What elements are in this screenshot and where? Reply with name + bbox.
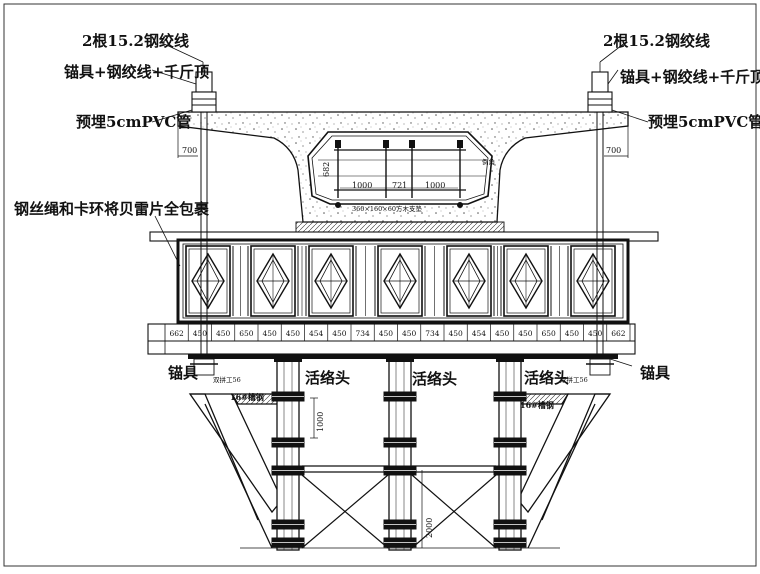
dim-700-right: 700 — [606, 146, 621, 155]
label-anchor-left: 锚具 — [168, 364, 198, 382]
beam-spacing-value: 450 — [588, 329, 603, 338]
beam-spacing-value: 450 — [332, 329, 347, 338]
label-ibeam-right: 双拼工56 — [560, 375, 588, 384]
suspension-rods — [200, 76, 604, 360]
beam-spacing-value: 450 — [216, 329, 231, 338]
outer-border — [3, 3, 757, 567]
bailey-post — [424, 246, 445, 316]
beam-spacing-value: 450 — [565, 329, 580, 338]
label-joint-1: 活络头 — [305, 369, 350, 387]
label-joint-3: 活络头 — [524, 369, 569, 387]
bailey-panel — [446, 245, 492, 317]
beam-spacing-value: 454 — [309, 329, 324, 338]
beam-spacing-value: 650 — [239, 329, 254, 338]
bailey-post — [355, 246, 376, 316]
dim-2000: 2000 — [425, 518, 434, 538]
beam-spacing-value: 450 — [402, 329, 417, 338]
leader-lines — [151, 41, 649, 367]
beam-spacing-value: 450 — [448, 329, 463, 338]
label-pvc-left: 预埋5cmPVC管 — [76, 113, 191, 131]
dim-box-w2: 721 — [392, 181, 407, 190]
vertical-dimensions — [310, 397, 423, 548]
bailey-panel — [185, 245, 231, 317]
beam-spacing-value: 450 — [379, 329, 394, 338]
dim-box-height: 682 — [322, 162, 331, 177]
beam-spacing-value: 662 — [611, 329, 626, 338]
label-anchor-jack-left: 锚具+钢绞线+千斤顶 — [64, 63, 209, 81]
label-strand-right: 2根15.2钢绞线 — [603, 32, 710, 50]
bailey-panel — [250, 245, 296, 317]
dim-box-w3: 1000 — [425, 181, 445, 190]
chamfer-note: 倒角 — [482, 157, 495, 166]
label-anchor-right: 锚具 — [640, 364, 670, 382]
bailey-post — [232, 246, 249, 316]
steel-pipe-column — [383, 356, 417, 551]
beam-spacing-value: 734 — [425, 329, 440, 338]
anchor-jack-left — [191, 71, 217, 113]
distribution-beam: 662 450 450 650 450 450 454 450 734 450 450 734 450 4… — [147, 323, 636, 355]
beam-spacing-value: 454 — [472, 329, 487, 338]
bailey-post — [550, 246, 569, 316]
timber-pad-note: 360×160×60方木支垫 — [352, 204, 422, 213]
dim-700-left: 700 — [182, 146, 197, 155]
beam-spacing-value: 662 — [169, 329, 184, 338]
bailey-panel — [503, 245, 549, 317]
column-bracing — [240, 465, 560, 549]
dim-1000: 1000 — [316, 412, 325, 432]
beam-spacing-value: 450 — [518, 329, 533, 338]
bailey-panel — [377, 245, 423, 317]
bailey-truss — [176, 238, 630, 324]
beam-spacing-value: 450 — [495, 329, 510, 338]
steel-pipe-column — [271, 356, 305, 551]
bailey-post — [493, 246, 502, 316]
dimension-lines-700 — [177, 126, 629, 158]
anchor-jack-right — [587, 71, 613, 113]
label-channel-left: 16#槽钢 — [230, 392, 264, 402]
label-wrap-note: 钢丝绳和卡环将贝雷片全包裹 — [14, 200, 210, 218]
beam-spacing-value: 450 — [262, 329, 277, 338]
label-joint-2: 活络头 — [412, 370, 457, 388]
timber-pad — [295, 221, 505, 233]
beam-spacing-value: 450 — [193, 329, 208, 338]
label-anchor-jack-right: 锚具+钢绞线+千斤顶 — [620, 68, 760, 86]
label-ibeam-left: 双拼工56 — [213, 375, 241, 384]
beam-spacing-value: 450 — [286, 329, 301, 338]
bailey-panel — [308, 245, 354, 317]
inner-formwork — [318, 143, 486, 198]
steel-pipe-column — [493, 356, 527, 551]
dim-box-w1: 1000 — [352, 181, 372, 190]
beam-spacing-value: 650 — [541, 329, 556, 338]
formwork-fasteners — [335, 140, 463, 208]
label-channel-right: 16#槽钢 — [520, 400, 554, 410]
beam-spacing-value: 734 — [355, 329, 370, 338]
bailey-post — [297, 246, 307, 316]
label-pvc-right: 预埋5cmPVC管 — [648, 113, 760, 131]
inclined-brackets — [188, 393, 612, 549]
label-strand-left: 2根15.2钢绞线 — [82, 32, 189, 50]
bailey-panel — [570, 245, 616, 317]
